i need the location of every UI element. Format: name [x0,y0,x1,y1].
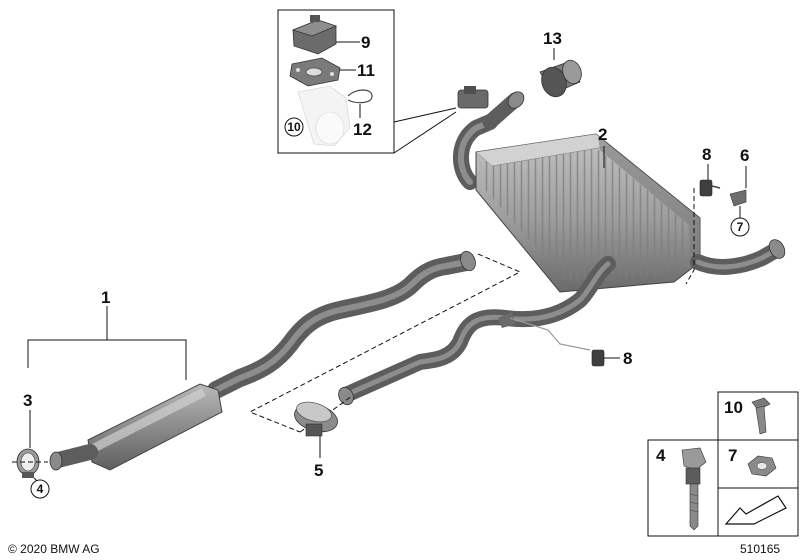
valve-housing-ghost [297,85,351,147]
inset-leader-bottom [393,111,457,154]
clip-screw-icon [681,447,707,531]
callout-8-top: 8 [702,145,711,164]
callout-7-circle [730,217,750,237]
callout-12: 12 [353,120,372,139]
callout-4-circled: 4 [37,482,44,496]
callout-11: 11 [357,61,375,80]
rubber-hanger-upper [699,179,721,197]
callout-9: 9 [361,33,370,52]
hanger-reference-line [685,188,695,285]
leader-1-bracket [27,339,187,380]
legend-box-arrow [717,487,799,537]
callout-4-circle [30,479,50,499]
diagram-id: 510165 [740,542,781,556]
tailpipe-tip-part [539,59,582,98]
copyright-text: © 2020 BMW AG [8,542,100,556]
callout-8-bottom: 8 [623,349,632,368]
actuator-part [291,15,338,55]
rear-silencer-part [452,86,786,293]
callout-6: 6 [740,146,749,165]
direction-arrow-icon [724,495,787,525]
callout-1: 1 [101,288,110,307]
pipe-clamp-part [294,401,338,437]
callout-2: 2 [598,125,607,144]
nut-icon [747,455,777,477]
callout-3: 3 [23,391,32,410]
inset-leader-top [393,107,457,123]
legend-panel: 10 7 4 [647,391,799,537]
front-clamp-part [16,448,40,478]
legend-label-4: 4 [656,446,666,465]
front-pipe-assembly [49,250,476,471]
inset-box-actuator: 9 11 12 10 [277,9,457,154]
callout-7-circled: 7 [737,220,744,234]
bolt-icon [751,397,771,435]
hanger-bracket [729,189,747,207]
inset-frame [277,9,395,154]
gasket-plate-part [289,57,341,87]
rubber-hanger-lower [591,349,605,367]
callout-10-circled: 10 [287,120,301,134]
legend-label-7: 7 [728,446,737,465]
callout-10-circle [284,117,304,137]
legend-label-10: 10 [724,398,743,417]
lower-hanger-wire [509,317,591,351]
callout-13: 13 [543,29,562,48]
rear-connecting-pipe [338,256,616,406]
middle-silencer [87,383,223,471]
wire-clip-part [347,89,373,104]
pipe-reference-line-outer [248,253,522,433]
callout-5: 5 [314,461,323,480]
